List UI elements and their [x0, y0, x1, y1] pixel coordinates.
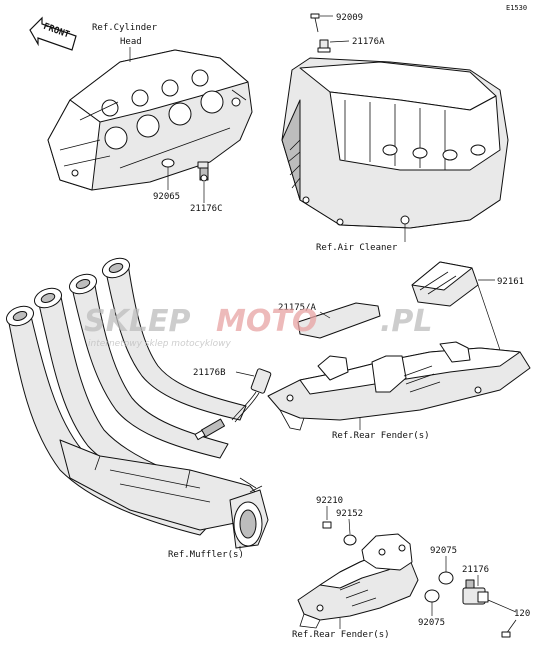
diagram-code: E1530	[506, 4, 527, 12]
front-arrow-icon: FRONT	[29, 16, 77, 51]
grommet-92075-top	[438, 571, 454, 585]
label-cylinder-head-1: Ref.Cylinder	[92, 23, 158, 33]
leader-92152	[348, 518, 351, 535]
watermark-brand-right: .PL	[380, 304, 433, 339]
label-21176a: 21176A	[352, 37, 385, 47]
label-92075-bottom: 92075	[418, 618, 445, 628]
label-rear-fender-2: Ref.Rear Fender(s)	[292, 630, 390, 640]
washer-92065	[161, 158, 175, 168]
leader-21176a	[329, 40, 350, 43]
leader-21176b	[235, 371, 255, 377]
exhaust-headers-drawing	[5, 257, 269, 549]
label-92152: 92152	[336, 509, 363, 519]
watermark-tagline: internetowy sklep motocyklowy	[88, 339, 231, 349]
leader-21175a	[319, 311, 331, 319]
label-air-cleaner: Ref.Air Cleaner	[316, 243, 398, 253]
label-92075-top: 92075	[430, 546, 457, 556]
sensor-21176	[462, 579, 489, 605]
sensor-21176c	[197, 161, 209, 182]
label-92210: 92210	[316, 496, 343, 506]
sensor-21176a	[317, 39, 331, 53]
label-21176: 21176	[462, 565, 489, 575]
label-cylinder-head-2: Head	[120, 37, 142, 47]
label-92009: 92009	[336, 13, 363, 23]
label-92161: 92161	[497, 277, 524, 287]
bolt-92210	[322, 521, 332, 529]
bolt-120	[501, 619, 517, 638]
rear-fender-lower-drawing	[297, 533, 419, 629]
leader-92161-b	[477, 284, 501, 351]
label-rear-fender-1: Ref.Rear Fender(s)	[332, 431, 430, 441]
leader-120	[487, 599, 517, 613]
label-92065: 92065	[153, 192, 180, 202]
label-120: 120	[514, 609, 530, 619]
watermark-brand-mid: MOTO	[216, 304, 317, 339]
label-21176b: 21176B	[193, 368, 226, 378]
sensor-21176b	[194, 368, 272, 441]
air-cleaner-drawing	[281, 57, 509, 229]
label-21176c: 21176C	[190, 204, 223, 214]
watermark-brand-left: SKLEP	[84, 304, 190, 339]
module-21175a	[297, 302, 381, 339]
label-muffler: Ref.Muffler(s)	[168, 550, 244, 560]
grommet-92075-bottom	[424, 589, 440, 603]
grommet-92152	[343, 534, 357, 546]
label-21175a: 21175/A	[278, 303, 317, 313]
cylinder-head-drawing	[47, 49, 253, 191]
screw-92009	[310, 13, 320, 33]
rear-fender-upper-drawing	[267, 341, 531, 431]
watermark: SKLEP MOTO .PL internetowy sklep motocyk…	[84, 304, 433, 349]
ecu-92161	[411, 261, 479, 307]
